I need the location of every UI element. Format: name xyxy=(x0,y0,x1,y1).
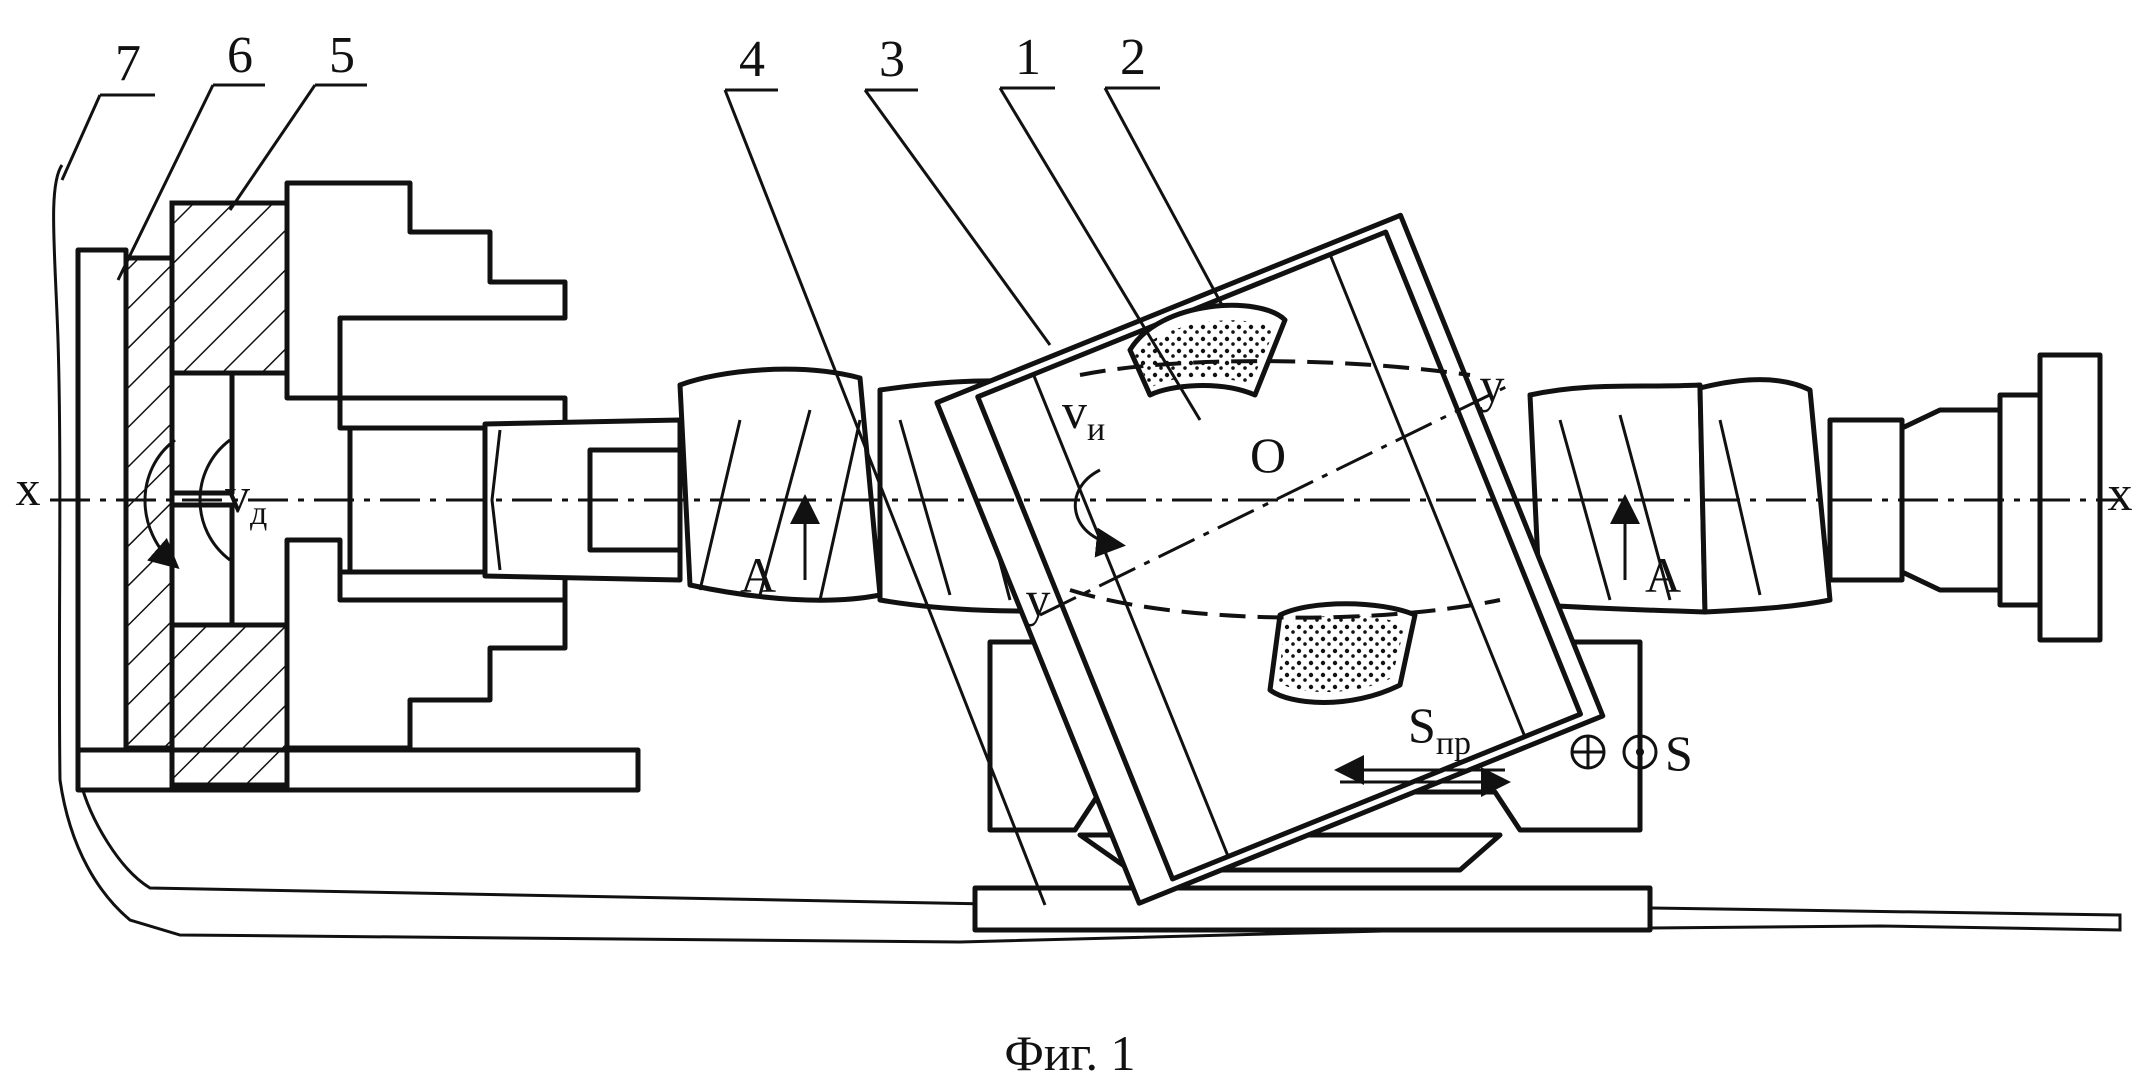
section-a-left-label: A xyxy=(740,547,776,603)
callout-3: 3 xyxy=(879,31,905,88)
workpiece-speed-label: vд xyxy=(225,467,267,532)
axis-x-left-label: x xyxy=(16,460,41,516)
axis-y-upper-label: y xyxy=(1480,357,1505,413)
callout-5: 5 xyxy=(329,27,355,84)
callout-6: 6 xyxy=(227,27,253,84)
callout-7: 7 xyxy=(115,35,141,92)
part-6-faceplate xyxy=(126,258,172,748)
center-point-label: O xyxy=(1250,427,1286,483)
axis-x-right-label: x xyxy=(2108,465,2133,521)
callout-4: 4 xyxy=(739,31,765,88)
callout-labels: 7 6 5 4 3 1 2 xyxy=(115,27,1146,92)
cross-feed-label: S xyxy=(1665,725,1693,781)
axis-y-lower-label: y xyxy=(1026,571,1051,627)
callout-2: 2 xyxy=(1120,29,1146,86)
callout-1: 1 xyxy=(1015,29,1041,86)
figure-caption: Фиг. 1 xyxy=(1004,1025,1135,1081)
section-a-right-label: A xyxy=(1645,547,1681,603)
